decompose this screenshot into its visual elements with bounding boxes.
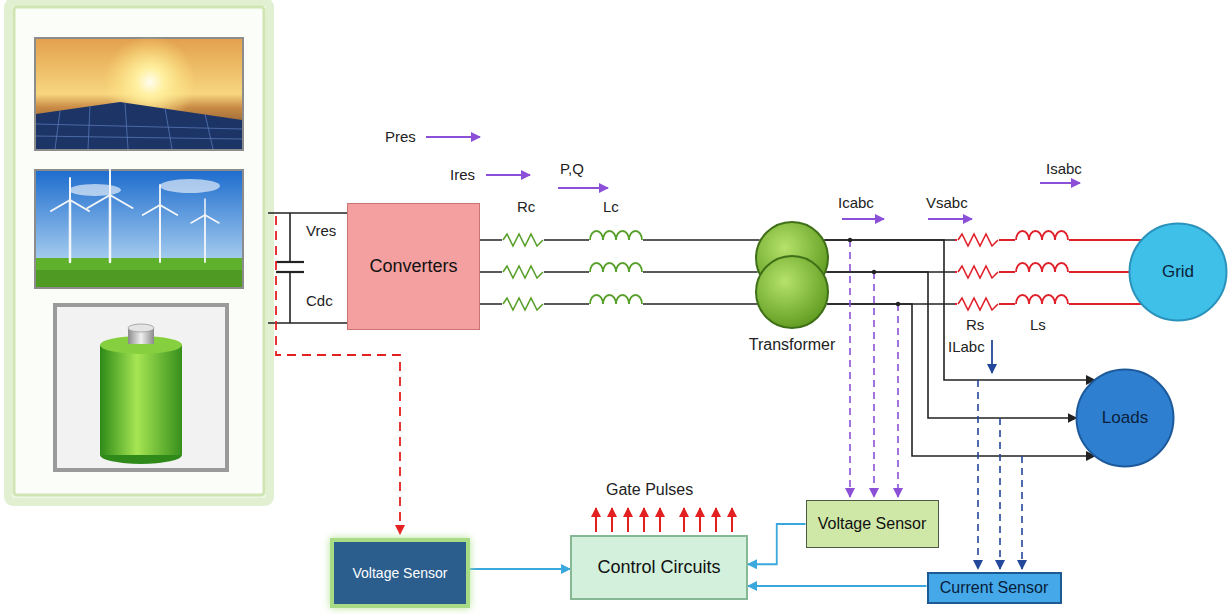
wind-turbines bbox=[51, 169, 219, 262]
gate-pulse-arrows bbox=[596, 508, 732, 532]
dc-link bbox=[268, 213, 347, 323]
panel-frame bbox=[14, 7, 264, 495]
signal-arrow bbox=[748, 586, 927, 587]
wire bbox=[824, 240, 1095, 380]
grid-circle: Grid bbox=[1128, 222, 1228, 322]
panel-grid bbox=[36, 103, 242, 149]
capacitor-label: Cdc bbox=[306, 292, 333, 310]
battery-body bbox=[100, 345, 182, 455]
source-panel bbox=[8, 2, 270, 502]
three-phase-wire bbox=[824, 240, 1095, 456]
node-label: Control Circuits bbox=[597, 557, 720, 579]
current-arrow bbox=[991, 340, 993, 373]
voltage-sensor-box: Voltage Sensor bbox=[806, 500, 939, 548]
voltage-label: Vres bbox=[306, 222, 336, 240]
signal-arrow bbox=[748, 524, 806, 564]
resistor-label: Rc bbox=[517, 198, 535, 216]
voltage-label: Vsabc bbox=[926, 194, 968, 212]
control-circuits-box: Control Circuits bbox=[570, 535, 748, 600]
grid-side-wires bbox=[955, 240, 1150, 304]
converter-side-filter bbox=[502, 231, 643, 310]
node-label: Current Sensor bbox=[940, 578, 1049, 597]
wind-picture bbox=[35, 169, 243, 288]
power-label: P,Q bbox=[560, 160, 584, 178]
panel-glow bbox=[8, 2, 270, 502]
ground bbox=[36, 270, 242, 287]
battery-terminal bbox=[128, 324, 154, 332]
inductor-label: Lc bbox=[603, 198, 619, 216]
circle-outline bbox=[1077, 370, 1174, 467]
junction-dots bbox=[848, 238, 900, 306]
cloud bbox=[160, 179, 220, 193]
current-label: ILabc bbox=[948, 338, 985, 356]
voltage-sensor-box: Voltage Sensor bbox=[330, 538, 470, 608]
flow-arrows bbox=[426, 137, 1080, 219]
picture-frame bbox=[55, 305, 227, 470]
ground bbox=[36, 258, 242, 287]
transformer-symbol bbox=[752, 218, 832, 332]
current-label: Icabc bbox=[838, 194, 874, 212]
converter-box: Converters bbox=[347, 203, 480, 330]
resistor-label: Rs bbox=[966, 316, 984, 334]
sky bbox=[35, 170, 243, 288]
wire bbox=[827, 304, 1095, 456]
transformer-winding bbox=[756, 256, 828, 328]
node-label: Voltage Sensor bbox=[353, 565, 448, 582]
three-phase-wire bbox=[824, 240, 1141, 304]
wire bbox=[748, 585, 927, 587]
node-label: Voltage Sensor bbox=[818, 514, 927, 533]
power-label: Pres bbox=[385, 128, 416, 146]
solar-picture bbox=[35, 36, 243, 150]
circle-outline bbox=[1130, 224, 1227, 321]
battery-picture bbox=[55, 305, 227, 470]
wire bbox=[748, 524, 806, 564]
signal-arrow bbox=[470, 569, 570, 570]
current-label: Isabc bbox=[1046, 160, 1082, 178]
transformer: Transformer bbox=[737, 218, 847, 354]
wire bbox=[826, 272, 1076, 418]
wire bbox=[470, 568, 570, 570]
loads-circle: Loads bbox=[1075, 368, 1175, 468]
current-sensor-box: Current Sensor bbox=[927, 572, 1062, 604]
solar-panel bbox=[36, 102, 242, 149]
node-label: Loads bbox=[1102, 408, 1148, 428]
current-taps bbox=[978, 380, 1022, 569]
node-label: Transformer bbox=[749, 335, 836, 354]
node-label: Converters bbox=[369, 256, 457, 278]
grid-impedance bbox=[957, 231, 1069, 310]
three-phase-wire bbox=[480, 240, 760, 304]
cloud bbox=[69, 184, 121, 196]
gate-pulses-label: Gate Pulses bbox=[606, 480, 693, 499]
node-label: Grid bbox=[1162, 262, 1194, 282]
current-label: Ires bbox=[450, 166, 475, 184]
voltage-taps bbox=[850, 240, 898, 497]
inductor-label: Ls bbox=[1030, 316, 1046, 334]
